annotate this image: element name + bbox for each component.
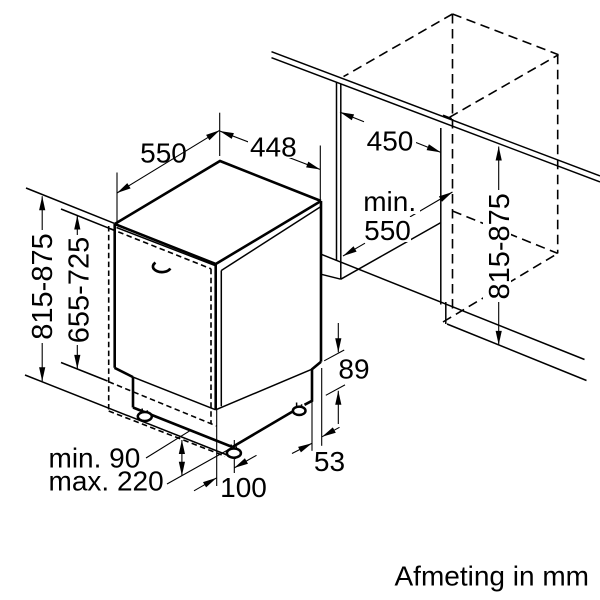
svg-text:min.: min. <box>363 186 416 217</box>
svg-text:100: 100 <box>220 472 267 503</box>
svg-text:53: 53 <box>314 446 345 477</box>
svg-text:550: 550 <box>364 215 411 246</box>
svg-text:448: 448 <box>250 132 297 163</box>
svg-text:550: 550 <box>140 138 187 169</box>
svg-text:max. 220: max. 220 <box>49 465 164 496</box>
svg-text:815-875: 815-875 <box>484 193 516 299</box>
svg-text:450: 450 <box>367 125 414 156</box>
svg-text:89: 89 <box>338 353 369 384</box>
svg-text:815-875: 815-875 <box>27 233 59 339</box>
svg-text:655-725: 655-725 <box>64 237 96 343</box>
svg-text:Afmeting in mm: Afmeting in mm <box>395 561 590 592</box>
svg-text:min. 90: min. 90 <box>49 443 141 474</box>
